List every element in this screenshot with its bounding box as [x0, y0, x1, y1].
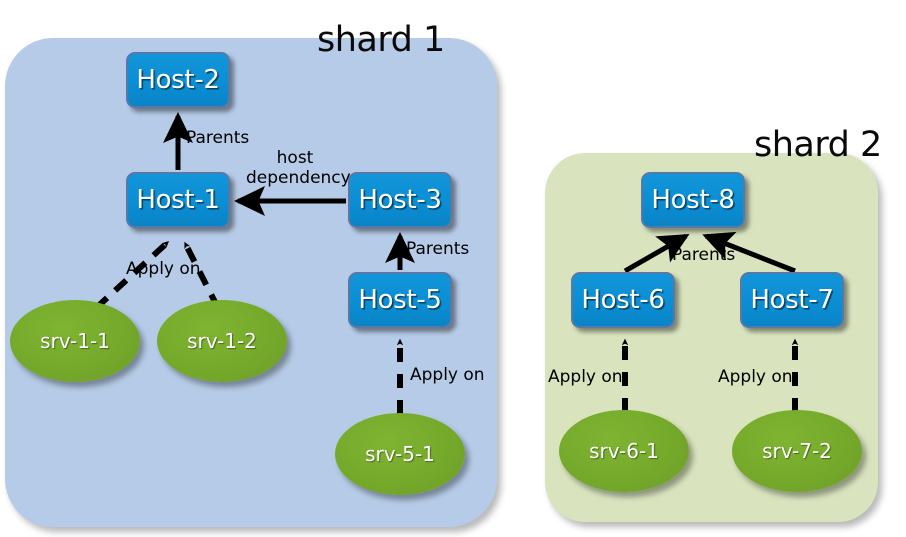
edge-label-apply-on-host6: Apply on [548, 367, 623, 387]
node-host-2-label: Host-2 [136, 65, 220, 95]
edge-label-host-dependency: host dependency [246, 148, 351, 188]
node-host-7-label: Host-7 [750, 285, 834, 315]
node-srv-6-1[interactable]: srv-6-1 [559, 410, 689, 492]
node-host-1[interactable]: Host-1 [126, 172, 230, 228]
shard-2-title: shard 2 [754, 125, 882, 165]
node-host-5[interactable]: Host-5 [348, 272, 452, 328]
edge-label-parents-host8: Parents [672, 245, 736, 265]
node-host-5-label: Host-5 [358, 285, 442, 315]
node-host-6-label: Host-6 [581, 285, 665, 315]
node-srv-1-2[interactable]: srv-1-2 [157, 300, 287, 382]
node-host-8[interactable]: Host-8 [641, 172, 745, 228]
edge-label-parents-host2: Parents [186, 128, 250, 148]
node-srv-5-1[interactable]: srv-5-1 [335, 413, 465, 495]
node-srv-1-1[interactable]: srv-1-1 [10, 300, 140, 382]
node-srv-1-2-label: srv-1-2 [187, 329, 257, 353]
node-srv-1-1-label: srv-1-1 [40, 329, 110, 353]
edge-label-apply-on-host5: Apply on [410, 365, 485, 385]
node-host-2[interactable]: Host-2 [126, 52, 230, 108]
edge-label-parents-host3: Parents [406, 239, 470, 259]
node-host-3-label: Host-3 [358, 185, 442, 215]
node-srv-6-1-label: srv-6-1 [589, 439, 659, 463]
edge-label-host-dependency-line2: dependency [246, 168, 351, 188]
node-srv-7-2[interactable]: srv-7-2 [732, 410, 862, 492]
edge-label-apply-on-host1: Apply on [126, 259, 201, 279]
node-host-1-label: Host-1 [136, 185, 220, 215]
edge-label-host-dependency-line1: host [276, 148, 314, 168]
node-host-6[interactable]: Host-6 [571, 272, 675, 328]
node-host-3[interactable]: Host-3 [348, 172, 452, 228]
shard-1-title: shard 1 [317, 20, 445, 60]
node-host-8-label: Host-8 [651, 185, 735, 215]
node-srv-7-2-label: srv-7-2 [762, 439, 832, 463]
node-host-7[interactable]: Host-7 [740, 272, 844, 328]
edge-label-apply-on-host7: Apply on [718, 367, 793, 387]
node-srv-5-1-label: srv-5-1 [365, 442, 435, 466]
